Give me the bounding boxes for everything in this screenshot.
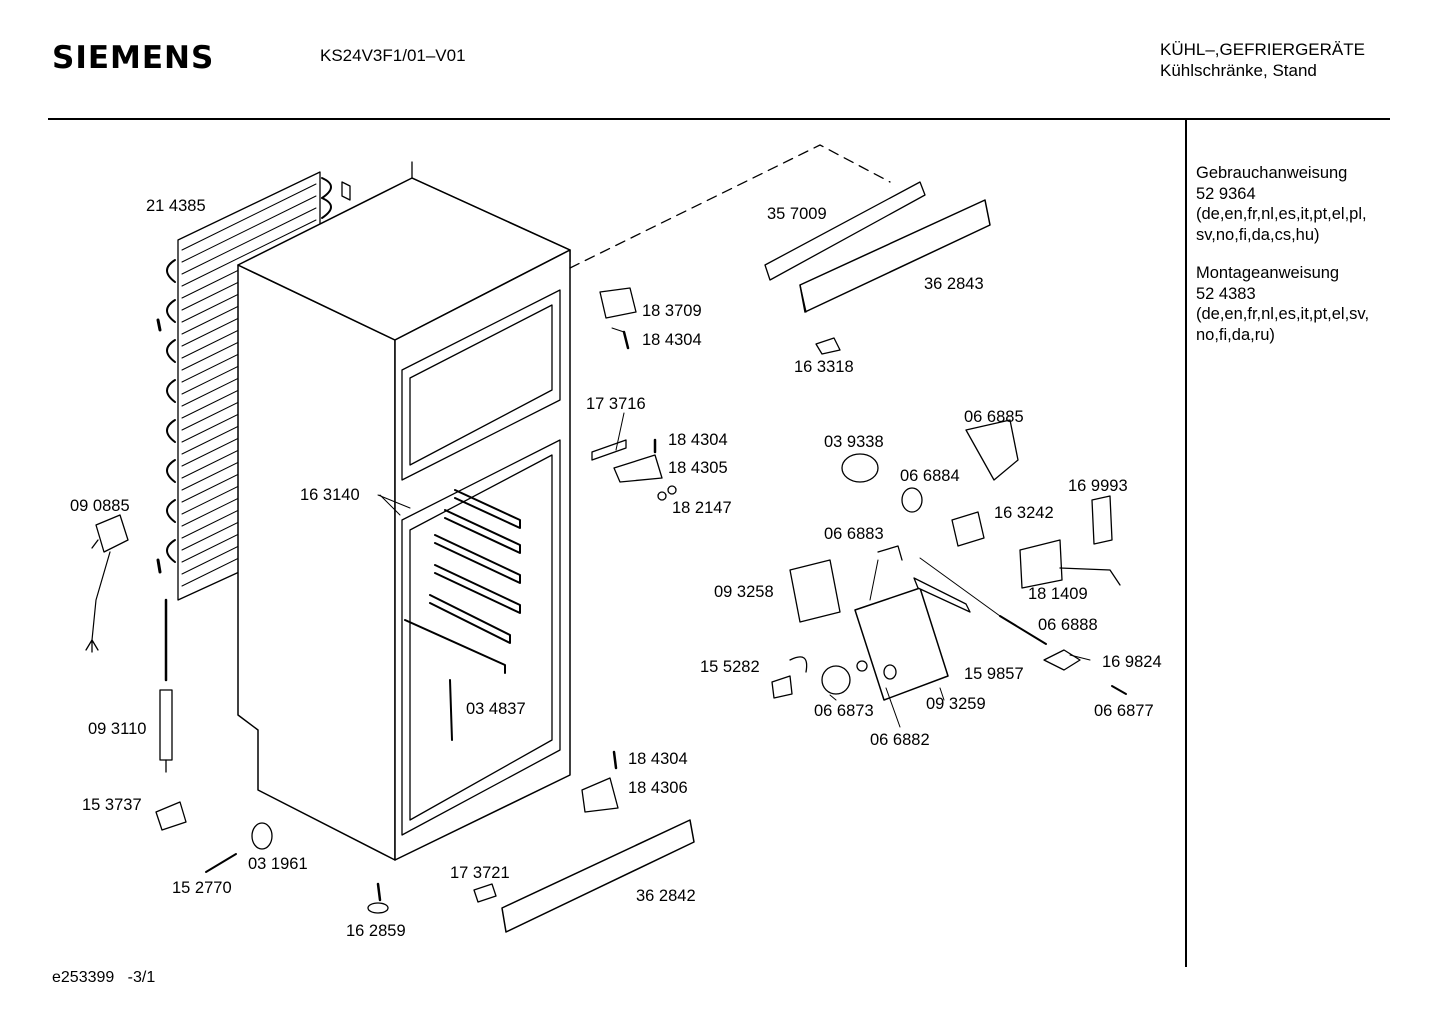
doc-languages: sv,no,fi,da,cs,hu) — [1196, 225, 1320, 244]
leader-lines — [377, 327, 1091, 728]
part-number-label[interactable]: 17 3721 — [450, 864, 510, 882]
footer-id: e253399 -3/1 — [52, 968, 155, 988]
header-divider — [48, 118, 1390, 120]
part-number-label[interactable]: 03 1961 — [248, 855, 308, 873]
part-number-label[interactable]: 17 3716 — [586, 395, 646, 413]
model-number: KS24V3F1/01–V01 — [320, 46, 466, 65]
part-number-label[interactable]: 09 3259 — [926, 695, 986, 713]
part-number-label[interactable]: 18 1409 — [1028, 585, 1088, 603]
part-number-label[interactable]: 36 2842 — [636, 887, 696, 905]
adjustable-foot[interactable] — [367, 882, 389, 914]
part-number-label[interactable]: 18 2147 — [672, 499, 732, 517]
doc-languages: (de,en,fr,nl,es,it,pt,el,sv, — [1196, 305, 1370, 323]
part-number-label[interactable]: 06 6877 — [1094, 702, 1154, 720]
drawing-id: e253399 — [52, 969, 115, 986]
part-number-label[interactable]: 18 4306 — [628, 779, 688, 797]
documentation-sidebar: Gebrauchanweisung 52 9364 (de,en,fr,nl,e… — [1196, 163, 1386, 363]
upper-hinge[interactable] — [599, 287, 637, 350]
doc-title: Montageanweisung — [1196, 264, 1340, 282]
doc-installation-manual[interactable]: Montageanweisung 52 4383 (de,en,fr,nl,es… — [1196, 263, 1386, 345]
lamp-bulb[interactable] — [841, 453, 879, 483]
category-subtitle: Kühlschränke, Stand — [1160, 61, 1317, 80]
part-number-label[interactable]: 03 9338 — [824, 433, 884, 451]
indicator-lens[interactable] — [883, 664, 897, 680]
part-number-label[interactable]: 16 9824 — [1102, 653, 1162, 671]
category-title: KÜHL–,GEFRIERGERÄTE — [1160, 40, 1365, 59]
part-number-label[interactable]: 16 2859 — [346, 922, 406, 940]
brand-logo: SIEMENS — [52, 40, 215, 76]
dryer-filter[interactable] — [159, 689, 173, 773]
part-number-label[interactable]: 35 7009 — [767, 205, 827, 223]
door-switch[interactable] — [951, 511, 985, 547]
part-number-label[interactable]: 16 3242 — [994, 504, 1054, 522]
thermostat-housing[interactable] — [854, 587, 949, 701]
mounting-rail[interactable] — [764, 181, 926, 281]
part-number-label[interactable]: 16 3318 — [794, 358, 854, 376]
roller[interactable] — [251, 822, 273, 850]
cable-assembly[interactable] — [771, 656, 808, 699]
part-number-label[interactable]: 09 0885 — [70, 497, 130, 515]
part-number-label[interactable]: 06 6888 — [1038, 616, 1098, 634]
axle-pin[interactable] — [205, 853, 237, 873]
clip-bracket[interactable] — [1091, 495, 1113, 545]
part-number-label[interactable]: 15 9857 — [964, 665, 1024, 683]
part-number-label[interactable]: 15 3737 — [82, 796, 142, 814]
hinge-plate[interactable] — [591, 439, 627, 461]
sensor-rod[interactable] — [999, 615, 1047, 645]
doc-languages: no,fi,da,ru) — [1196, 325, 1275, 344]
light-bracket[interactable] — [965, 419, 1019, 481]
part-number-label[interactable]: 15 2770 — [172, 879, 232, 897]
cable-connector[interactable] — [155, 801, 187, 831]
lower-hinge[interactable] — [581, 750, 619, 813]
knob-axle[interactable] — [856, 660, 868, 672]
part-number-label[interactable]: 18 4305 — [668, 459, 728, 477]
part-number-label[interactable]: 06 6885 — [964, 408, 1024, 426]
part-number-label[interactable]: 18 4304 — [642, 331, 702, 349]
doc-number: 52 9364 — [1196, 184, 1256, 203]
sensor-holder[interactable] — [913, 577, 971, 613]
part-number-labels: 21 4385 09 0885 09 3110 15 3737 15 2770 03 19… — [70, 197, 1162, 940]
temperature-knob[interactable] — [821, 665, 851, 695]
control-box[interactable] — [789, 559, 841, 623]
part-number-label[interactable]: 06 6884 — [900, 467, 960, 485]
lamp-socket-ring[interactable] — [901, 487, 923, 513]
small-spring[interactable] — [1111, 685, 1127, 695]
drain-tube[interactable] — [449, 679, 453, 741]
doc-number: 52 4383 — [1196, 284, 1256, 303]
power-plug[interactable] — [85, 514, 129, 653]
part-number-label[interactable]: 18 4304 — [628, 750, 688, 768]
part-number-label[interactable]: 06 6873 — [814, 702, 874, 720]
sidebar-divider — [1185, 119, 1187, 967]
exploded-parts-diagram: 21 4385 09 0885 09 3110 15 3737 15 2770 03 19… — [70, 144, 1162, 940]
door-rack-clip[interactable] — [815, 337, 841, 355]
part-number-label[interactable]: 18 3709 — [642, 302, 702, 320]
refrigerator-housing[interactable] — [237, 161, 571, 861]
part-number-label[interactable]: 16 9993 — [1068, 477, 1128, 495]
part-number-label[interactable]: 03 4837 — [466, 700, 526, 718]
doc-user-manual[interactable]: Gebrauchanweisung 52 9364 (de,en,fr,nl,e… — [1196, 163, 1386, 245]
part-number-label[interactable]: 16 3140 — [300, 486, 360, 504]
middle-hinge[interactable] — [613, 438, 677, 501]
part-number-label[interactable]: 36 2843 — [924, 275, 984, 293]
assembly-guide-line — [569, 144, 891, 269]
part-number-label[interactable]: 09 3258 — [714, 583, 774, 601]
doc-languages: (de,en,fr,nl,es,it,pt,el,pl, — [1196, 205, 1367, 223]
part-number-label[interactable]: 09 3110 — [88, 720, 146, 738]
part-number-label[interactable]: 06 6882 — [870, 731, 930, 749]
wire-clip[interactable] — [877, 545, 903, 561]
part-number-label[interactable]: 21 4385 — [146, 197, 206, 215]
part-number-label[interactable]: 15 5282 — [700, 658, 760, 676]
lamp-cover[interactable] — [1043, 649, 1081, 671]
doc-title: Gebrauchanweisung — [1196, 164, 1348, 182]
bottom-trim-cover[interactable] — [501, 819, 695, 933]
part-number-label[interactable]: 06 6883 — [824, 525, 884, 543]
trim-clip[interactable] — [473, 883, 497, 903]
top-trim-cover[interactable] — [799, 199, 991, 313]
page-number: -3/1 — [127, 969, 156, 986]
thermostat[interactable] — [1019, 539, 1121, 589]
part-number-label[interactable]: 18 4304 — [668, 431, 728, 449]
